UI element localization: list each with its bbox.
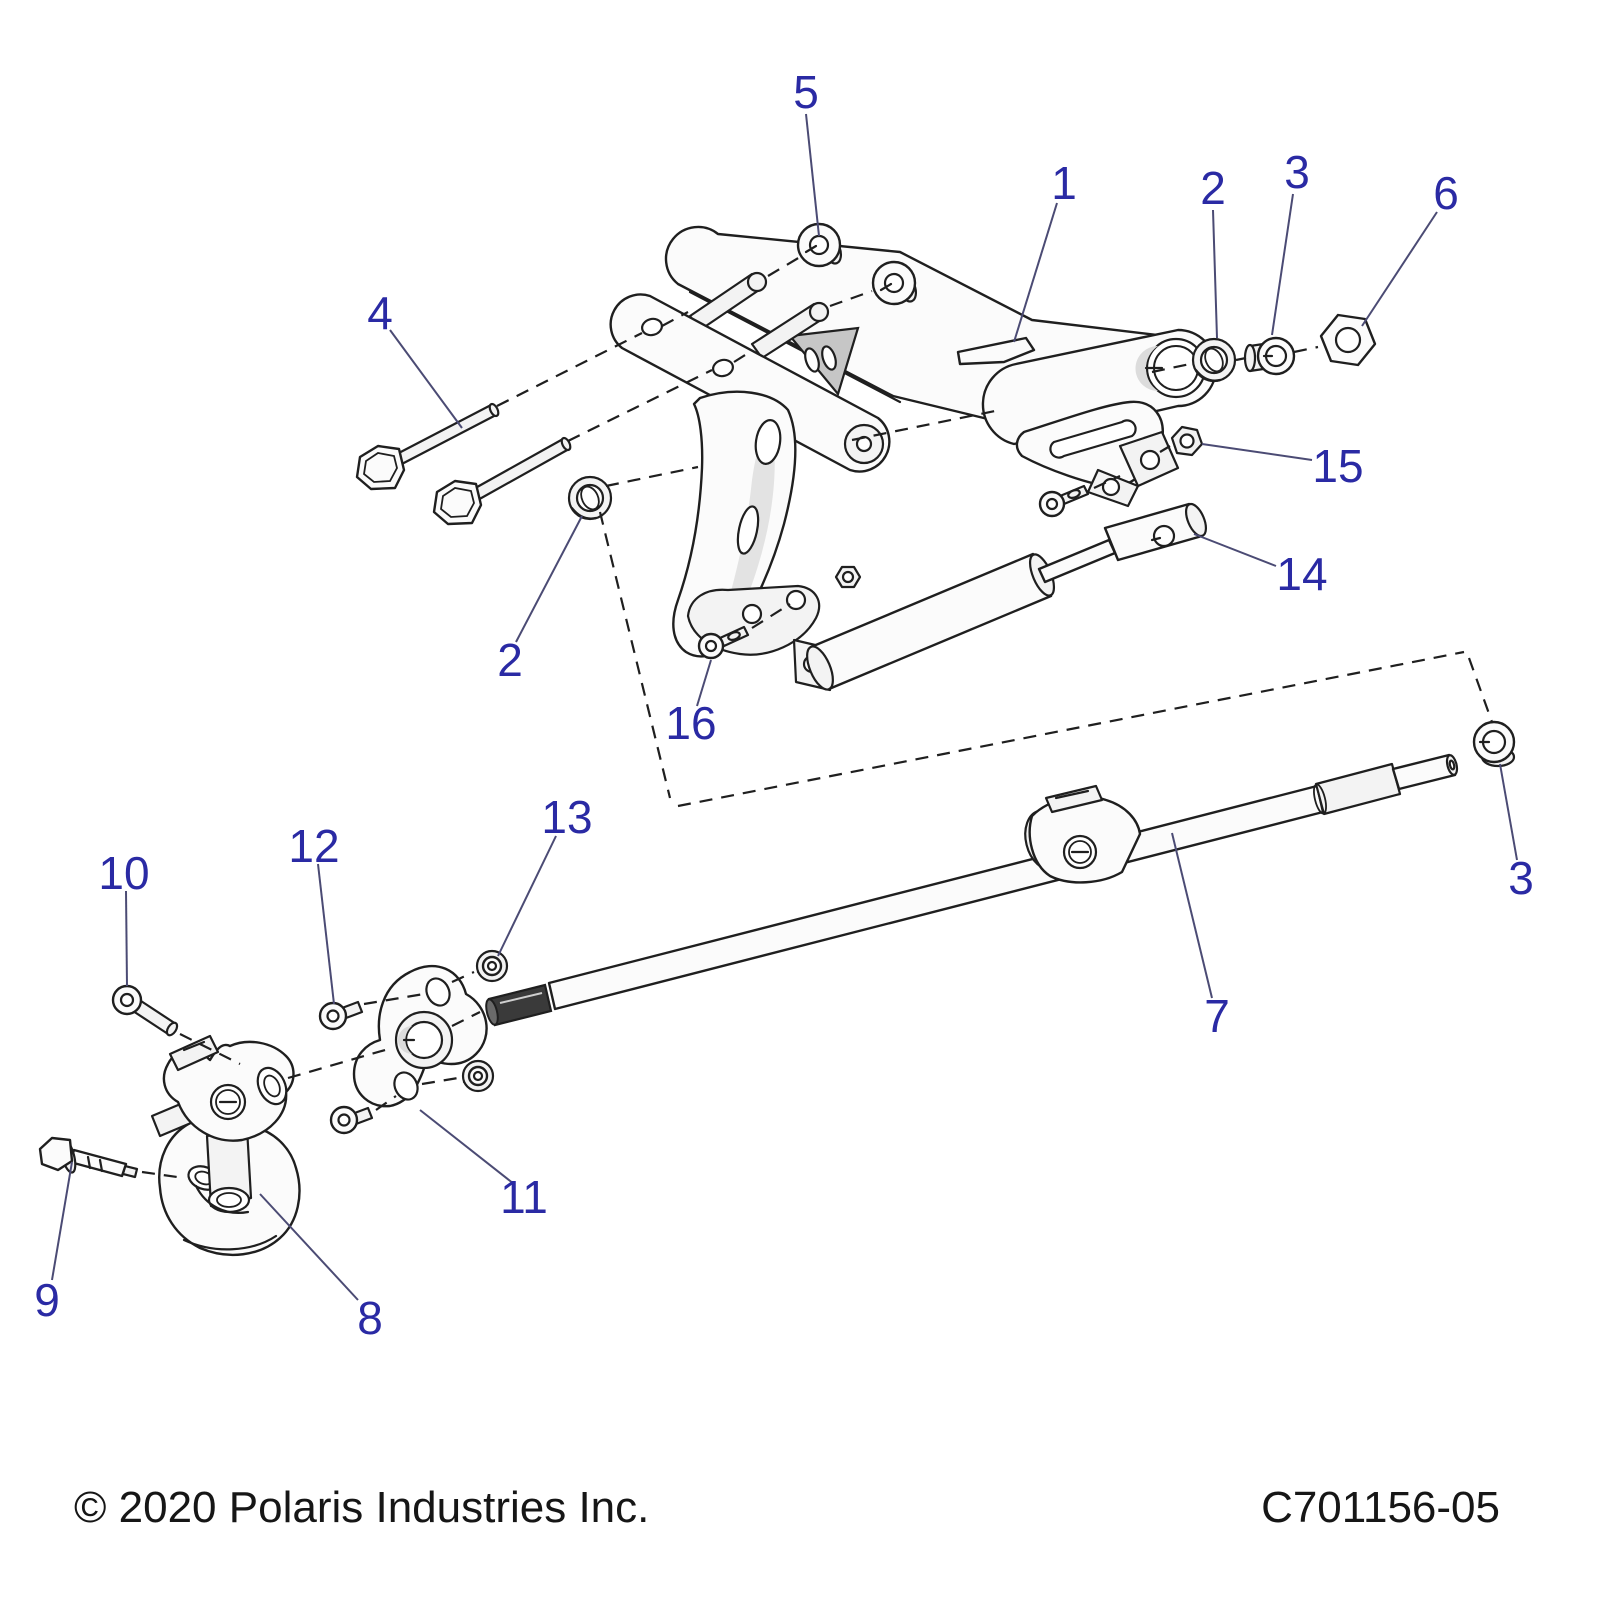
bracket-leg bbox=[672, 390, 821, 658]
callout-13: 13 bbox=[541, 791, 592, 843]
shoulder-screw-right bbox=[1038, 484, 1090, 518]
socket-head-bolt bbox=[111, 984, 179, 1037]
mounting-studs bbox=[688, 271, 830, 360]
assembly-axis-lines bbox=[141, 256, 1494, 1180]
part-code-text: C701156-05 bbox=[1261, 1483, 1500, 1532]
flange-nut-pair bbox=[461, 949, 509, 1093]
callout-labels: 1 2 3 4 5 6 7 8 9 10 11 12 13 14 15 16 2… bbox=[34, 66, 1534, 1344]
callout-3-lower: 3 bbox=[1508, 852, 1534, 904]
hex-flange-bolt bbox=[38, 1136, 139, 1179]
flanged-bushing-shaft-end bbox=[1472, 720, 1516, 768]
callout-15: 15 bbox=[1312, 440, 1363, 492]
callout-6: 6 bbox=[1433, 167, 1459, 219]
callout-16: 16 bbox=[665, 697, 716, 749]
callout-10: 10 bbox=[98, 847, 149, 899]
callout-7: 7 bbox=[1204, 990, 1230, 1042]
callout-2-lower: 2 bbox=[497, 634, 523, 686]
callout-3-upper: 3 bbox=[1284, 146, 1310, 198]
seal-washer-lower bbox=[567, 475, 613, 521]
gusset-plate bbox=[787, 326, 860, 397]
small-hex-nut-15 bbox=[1170, 425, 1204, 457]
seal-washer-upper bbox=[1191, 337, 1237, 383]
callout-9: 9 bbox=[34, 1274, 60, 1326]
copyright-text: © 2020 Polaris Industries Inc. bbox=[74, 1483, 649, 1532]
callout-8: 8 bbox=[357, 1292, 383, 1344]
callout-4: 4 bbox=[367, 287, 393, 339]
flanged-bushing-upper bbox=[1243, 336, 1296, 376]
steering-damper bbox=[792, 502, 1208, 692]
tube-strap bbox=[1015, 400, 1180, 508]
lower-universal-joint bbox=[150, 1034, 301, 1257]
button-screw-pair bbox=[318, 1000, 374, 1135]
callout-14: 14 bbox=[1276, 548, 1327, 600]
callout-leader-lines bbox=[51, 113, 1518, 1301]
callout-5: 5 bbox=[793, 66, 819, 118]
flanged-nut-pair bbox=[796, 222, 918, 306]
small-hex-nut-rear bbox=[834, 565, 862, 589]
callout-11: 11 bbox=[500, 1171, 548, 1223]
hex-nut-6 bbox=[1319, 313, 1377, 367]
callout-12: 12 bbox=[288, 820, 339, 872]
hex-bolt-pair bbox=[355, 402, 572, 526]
shaft-u-joint bbox=[1024, 784, 1142, 884]
shoulder-screw-left bbox=[697, 625, 750, 660]
callout-1: 1 bbox=[1051, 157, 1077, 209]
steering-support-bracket bbox=[609, 225, 1218, 658]
steering-shaft bbox=[485, 753, 1459, 1027]
callout-2-upper: 2 bbox=[1200, 162, 1226, 214]
